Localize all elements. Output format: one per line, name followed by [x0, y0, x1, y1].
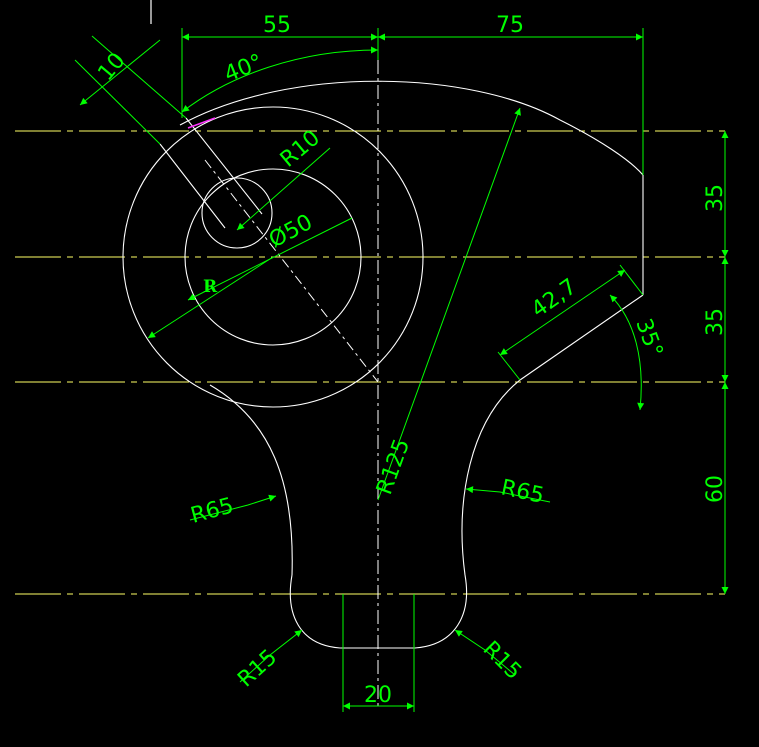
- horizontal-center-lines: [15, 130, 725, 595]
- leader-r15-left: [239, 629, 303, 683]
- top-arc-r125: [179, 80, 644, 176]
- dim-line-10: [79, 39, 161, 106]
- slot-ext-lower: [74, 59, 161, 145]
- label-10: 10: [93, 48, 130, 86]
- tangent-mark: [187, 117, 216, 129]
- label-20: 20: [364, 683, 392, 708]
- label-r65-right: R65: [499, 475, 547, 508]
- slot-center-line: [204, 159, 379, 383]
- dimension-lines: [74, 28, 729, 712]
- label-r125: R125: [372, 436, 415, 498]
- label-55: 55: [263, 13, 291, 38]
- dim-line-42-7: [499, 269, 626, 356]
- leader-r15-right: [454, 629, 516, 676]
- label-35-mid: 35: [703, 308, 728, 336]
- label-35-top: 35: [703, 184, 728, 212]
- left-fillet-r15: [289, 574, 341, 649]
- leader-r125: [377, 107, 521, 501]
- small-hole-r10: [201, 177, 273, 249]
- leader-r-outer: [147, 256, 274, 339]
- label-42-7: 42,7: [527, 274, 581, 323]
- label-dia50: Ø50: [265, 210, 317, 253]
- label-r65-left: R65: [188, 493, 236, 528]
- angle-35-arc: [609, 294, 645, 411]
- angle-40-arc: [181, 46, 379, 113]
- label-r15-right: R15: [478, 637, 526, 685]
- slant-ext-bottom: [497, 351, 521, 381]
- label-75: 75: [496, 13, 524, 38]
- label-60: 60: [703, 475, 728, 503]
- label-angle-40: 40°: [221, 50, 267, 88]
- label-r15-left: R15: [233, 645, 282, 693]
- leader-r10: [236, 147, 331, 231]
- dimension-labels: 55 75 40° 10 R10 Ø50 R R125 42,7 35° 35 …: [93, 13, 728, 708]
- leader-r65-right: [465, 486, 551, 503]
- label-angle-35: 35°: [630, 316, 667, 361]
- part-outline: [122, 80, 644, 649]
- label-r-outer: R: [203, 277, 218, 297]
- right-waist-arc-r65: [461, 379, 521, 576]
- leader-r65-left: [189, 494, 277, 521]
- diameter-50-circle: [184, 168, 362, 346]
- slant-ext-top: [619, 264, 644, 296]
- slot-edge-lower: [159, 143, 226, 229]
- slot-ext-upper: [91, 35, 187, 119]
- left-waist-arc-r65: [209, 384, 293, 576]
- label-r10: R10: [276, 126, 325, 173]
- slot-edge-upper: [185, 117, 263, 215]
- right-fillet-r15: [414, 574, 467, 649]
